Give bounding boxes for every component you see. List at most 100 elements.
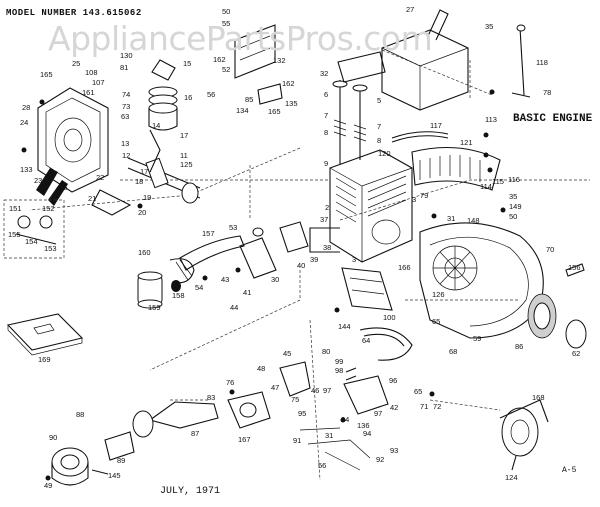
cylinder-shroud: [381, 9, 469, 111]
part-label-96: 96: [389, 376, 397, 385]
starter-pulley: [527, 263, 587, 349]
part-label-11: 11: [180, 151, 188, 160]
part-label-3: 3: [352, 255, 356, 264]
part-label-153: 153: [44, 244, 57, 253]
part-label-79: 79: [420, 191, 428, 200]
cylinder-block: [309, 149, 413, 263]
part-label-115: 115: [492, 177, 504, 186]
part-label-46: 46: [311, 386, 319, 395]
part-label-151: 151: [9, 204, 22, 213]
part-label-7: 7: [377, 122, 381, 131]
part-label-155: 155: [8, 230, 21, 239]
part-label-7: 7: [324, 111, 328, 120]
part-label-42: 42: [390, 403, 398, 412]
part-label-99: 99: [335, 357, 343, 366]
part-label-92: 92: [376, 455, 384, 464]
part-label-68: 68: [449, 347, 457, 356]
muffler-assembly: [137, 235, 245, 309]
cover-plate: [6, 313, 84, 356]
part-label-72: 72: [433, 402, 441, 411]
part-label-78: 78: [543, 88, 551, 97]
part-label-124: 124: [505, 473, 518, 482]
part-label-94: 94: [363, 429, 371, 438]
part-label-126: 126: [432, 290, 445, 299]
part-label-17: 17: [140, 167, 148, 176]
part-label-25: 25: [72, 59, 80, 68]
part-label-56: 56: [207, 90, 215, 99]
gasket-set: [239, 221, 393, 311]
part-label-121: 121: [460, 138, 473, 147]
part-label-15: 15: [183, 59, 191, 68]
part-label-8: 8: [377, 136, 381, 145]
part-label-19: 19: [143, 193, 151, 202]
part-label-169: 169: [38, 355, 51, 364]
part-label-166: 166: [398, 263, 411, 272]
part-label-54: 54: [195, 283, 203, 292]
part-label-50: 50: [222, 7, 230, 16]
part-label-134: 134: [236, 106, 249, 115]
diagram-date: JULY, 1971: [160, 486, 221, 497]
part-label-130: 130: [120, 51, 133, 60]
part-label-70: 70: [546, 245, 554, 254]
part-label-63: 63: [121, 112, 129, 121]
part-label-37: 37: [320, 215, 328, 224]
part-label-45: 45: [283, 349, 291, 358]
governor-linkage: [279, 361, 389, 471]
part-label-89: 89: [117, 456, 125, 465]
part-label-136: 136: [357, 421, 370, 430]
part-label-14: 14: [152, 121, 160, 130]
part-label-159: 159: [148, 303, 161, 312]
part-label-5: 5: [377, 96, 381, 105]
part-label-114: 114: [480, 182, 492, 191]
part-label-43: 43: [221, 275, 229, 284]
part-label-162: 162: [213, 55, 226, 64]
part-label-6: 6: [324, 90, 328, 99]
part-label-97: 97: [323, 386, 331, 395]
part-label-100: 100: [383, 313, 396, 322]
section-title: BASIC ENGINE: [513, 113, 593, 125]
part-label-20: 20: [138, 208, 146, 217]
part-label-35: 35: [509, 192, 517, 201]
part-label-18: 18: [135, 177, 143, 186]
part-label-2: 2: [325, 203, 329, 212]
drive-pulley: [51, 447, 109, 486]
carburetor: [104, 391, 271, 461]
part-label-47: 47: [271, 383, 279, 392]
mounting-hardware: [21, 89, 506, 481]
part-label-40: 40: [297, 261, 305, 270]
part-label-17: 17: [180, 131, 188, 140]
rewind-starter: [499, 399, 549, 471]
part-label-32: 32: [320, 69, 328, 78]
part-label-73: 73: [122, 102, 130, 111]
part-label-148: 148: [467, 216, 480, 225]
part-label-62: 62: [572, 349, 580, 358]
part-label-8: 8: [324, 128, 328, 137]
part-label-39: 39: [310, 255, 318, 264]
part-label-157: 157: [202, 229, 215, 238]
part-label-152: 152: [42, 204, 55, 213]
part-label-83: 83: [207, 393, 215, 402]
part-label-35: 35: [485, 22, 493, 31]
part-label-44: 44: [230, 303, 238, 312]
part-label-167: 167: [238, 435, 251, 444]
part-label-65: 65: [414, 387, 422, 396]
part-label-53: 53: [229, 223, 237, 232]
part-label-49: 49: [44, 481, 52, 490]
part-label-168: 168: [532, 393, 545, 402]
part-label-38: 38: [323, 243, 331, 252]
piston-assembly: [148, 59, 178, 173]
part-label-90: 90: [49, 433, 57, 442]
part-label-132: 132: [273, 56, 286, 65]
part-label-16: 16: [184, 93, 192, 102]
part-label-87: 87: [191, 429, 199, 438]
part-label-12: 12: [122, 151, 130, 160]
part-label-74: 74: [122, 90, 130, 99]
part-label-160: 160: [138, 248, 151, 257]
assembly-guide-lines: [29, 49, 590, 481]
part-label-59: 59: [473, 334, 481, 343]
part-label-113: 113: [485, 115, 497, 124]
part-label-97: 97: [374, 409, 382, 418]
part-label-154: 154: [25, 237, 38, 246]
